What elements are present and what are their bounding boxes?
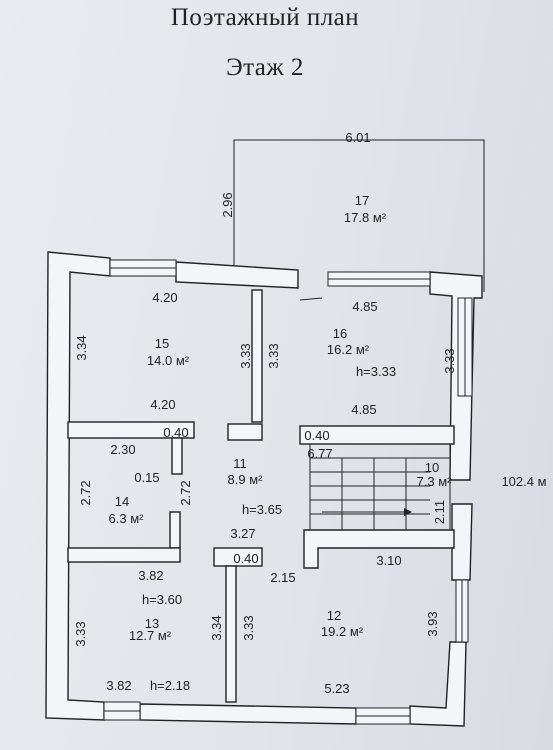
dimension-label: 0.15 (134, 470, 159, 485)
dimension-label: 4.20 (150, 397, 175, 412)
dimension-label: 2.96 (220, 192, 235, 217)
room-number: 17 (355, 193, 369, 208)
dimension-label: 0.40 (163, 425, 188, 440)
dimension-label: 4.20 (152, 290, 177, 305)
dimension-label: 6.77 (307, 446, 332, 461)
room-area: 6.3 м² (109, 511, 145, 526)
dimension-label: 5.23 (324, 681, 349, 696)
terrace-outline (233, 139, 485, 292)
room-number: 12 (327, 608, 341, 623)
dimension-label: 3.33 (241, 615, 256, 640)
outer-walls (45, 251, 483, 727)
dimension-label: 3.33 (73, 621, 88, 646)
plan-title: Поэтажный план (170, 4, 360, 31)
dimension-label: 3.27 (230, 526, 255, 541)
room-number: 10 (425, 460, 439, 475)
room-height: h=2.18 (150, 678, 190, 693)
dimension-label: 2.11 (432, 500, 447, 524)
dimension-label: 3.34 (74, 335, 89, 360)
dimension-label: 3.82 (106, 678, 131, 693)
dimension-label: 3.93 (425, 611, 440, 636)
dimension-label: 2.30 (110, 442, 135, 457)
room-height: h=3.33 (356, 364, 396, 379)
dimension-label: 3.33 (238, 343, 253, 368)
dimension-label: 3.10 (376, 553, 401, 568)
room-height: h=3.60 (142, 592, 182, 607)
dimension-label: 6.01 (345, 130, 370, 145)
dimension-label: 4.85 (351, 402, 376, 417)
room-area: 7.3 м² (417, 474, 453, 489)
room-number: 13 (145, 616, 159, 631)
interior-walls (67, 289, 455, 703)
room-area: 8.9 м² (228, 472, 264, 487)
room-area: 19.2 м² (321, 624, 364, 639)
room-number: 11 (233, 456, 247, 471)
room-area: 17.8 м² (344, 210, 387, 225)
windows (103, 259, 473, 725)
plan-labels: 6.01 2.96 4.20 4.85 3.34 3.33 3.33 3.33 4.20 4.85… (73, 130, 547, 696)
dimension-label: 3.33 (442, 348, 457, 373)
room-area: 16.2 м² (327, 342, 370, 357)
dimension-label: 2.72 (78, 480, 93, 505)
dimension-label: 0.40 (233, 551, 258, 566)
floor-subtitle: Этаж 2 (226, 54, 304, 81)
dimension-label: 4.85 (352, 299, 377, 314)
staircase (309, 443, 451, 531)
room-number: 16 (333, 326, 347, 341)
dimension-label: 0.40 (304, 428, 329, 443)
room-number: 15 (155, 336, 169, 351)
room-height: h=3.65 (242, 502, 282, 517)
dimension-label: 3.34 (209, 615, 224, 640)
total-area: 102.4 м (501, 474, 546, 489)
dimension-label: 3.82 (138, 568, 163, 583)
dimension-label: 2.15 (270, 570, 295, 585)
dimension-label: 2.72 (178, 480, 193, 505)
room-area: 14.0 м² (147, 353, 190, 368)
room-number: 14 (115, 494, 129, 509)
dimension-label: 3.33 (266, 343, 281, 368)
room-area: 12.7 м² (129, 628, 172, 643)
